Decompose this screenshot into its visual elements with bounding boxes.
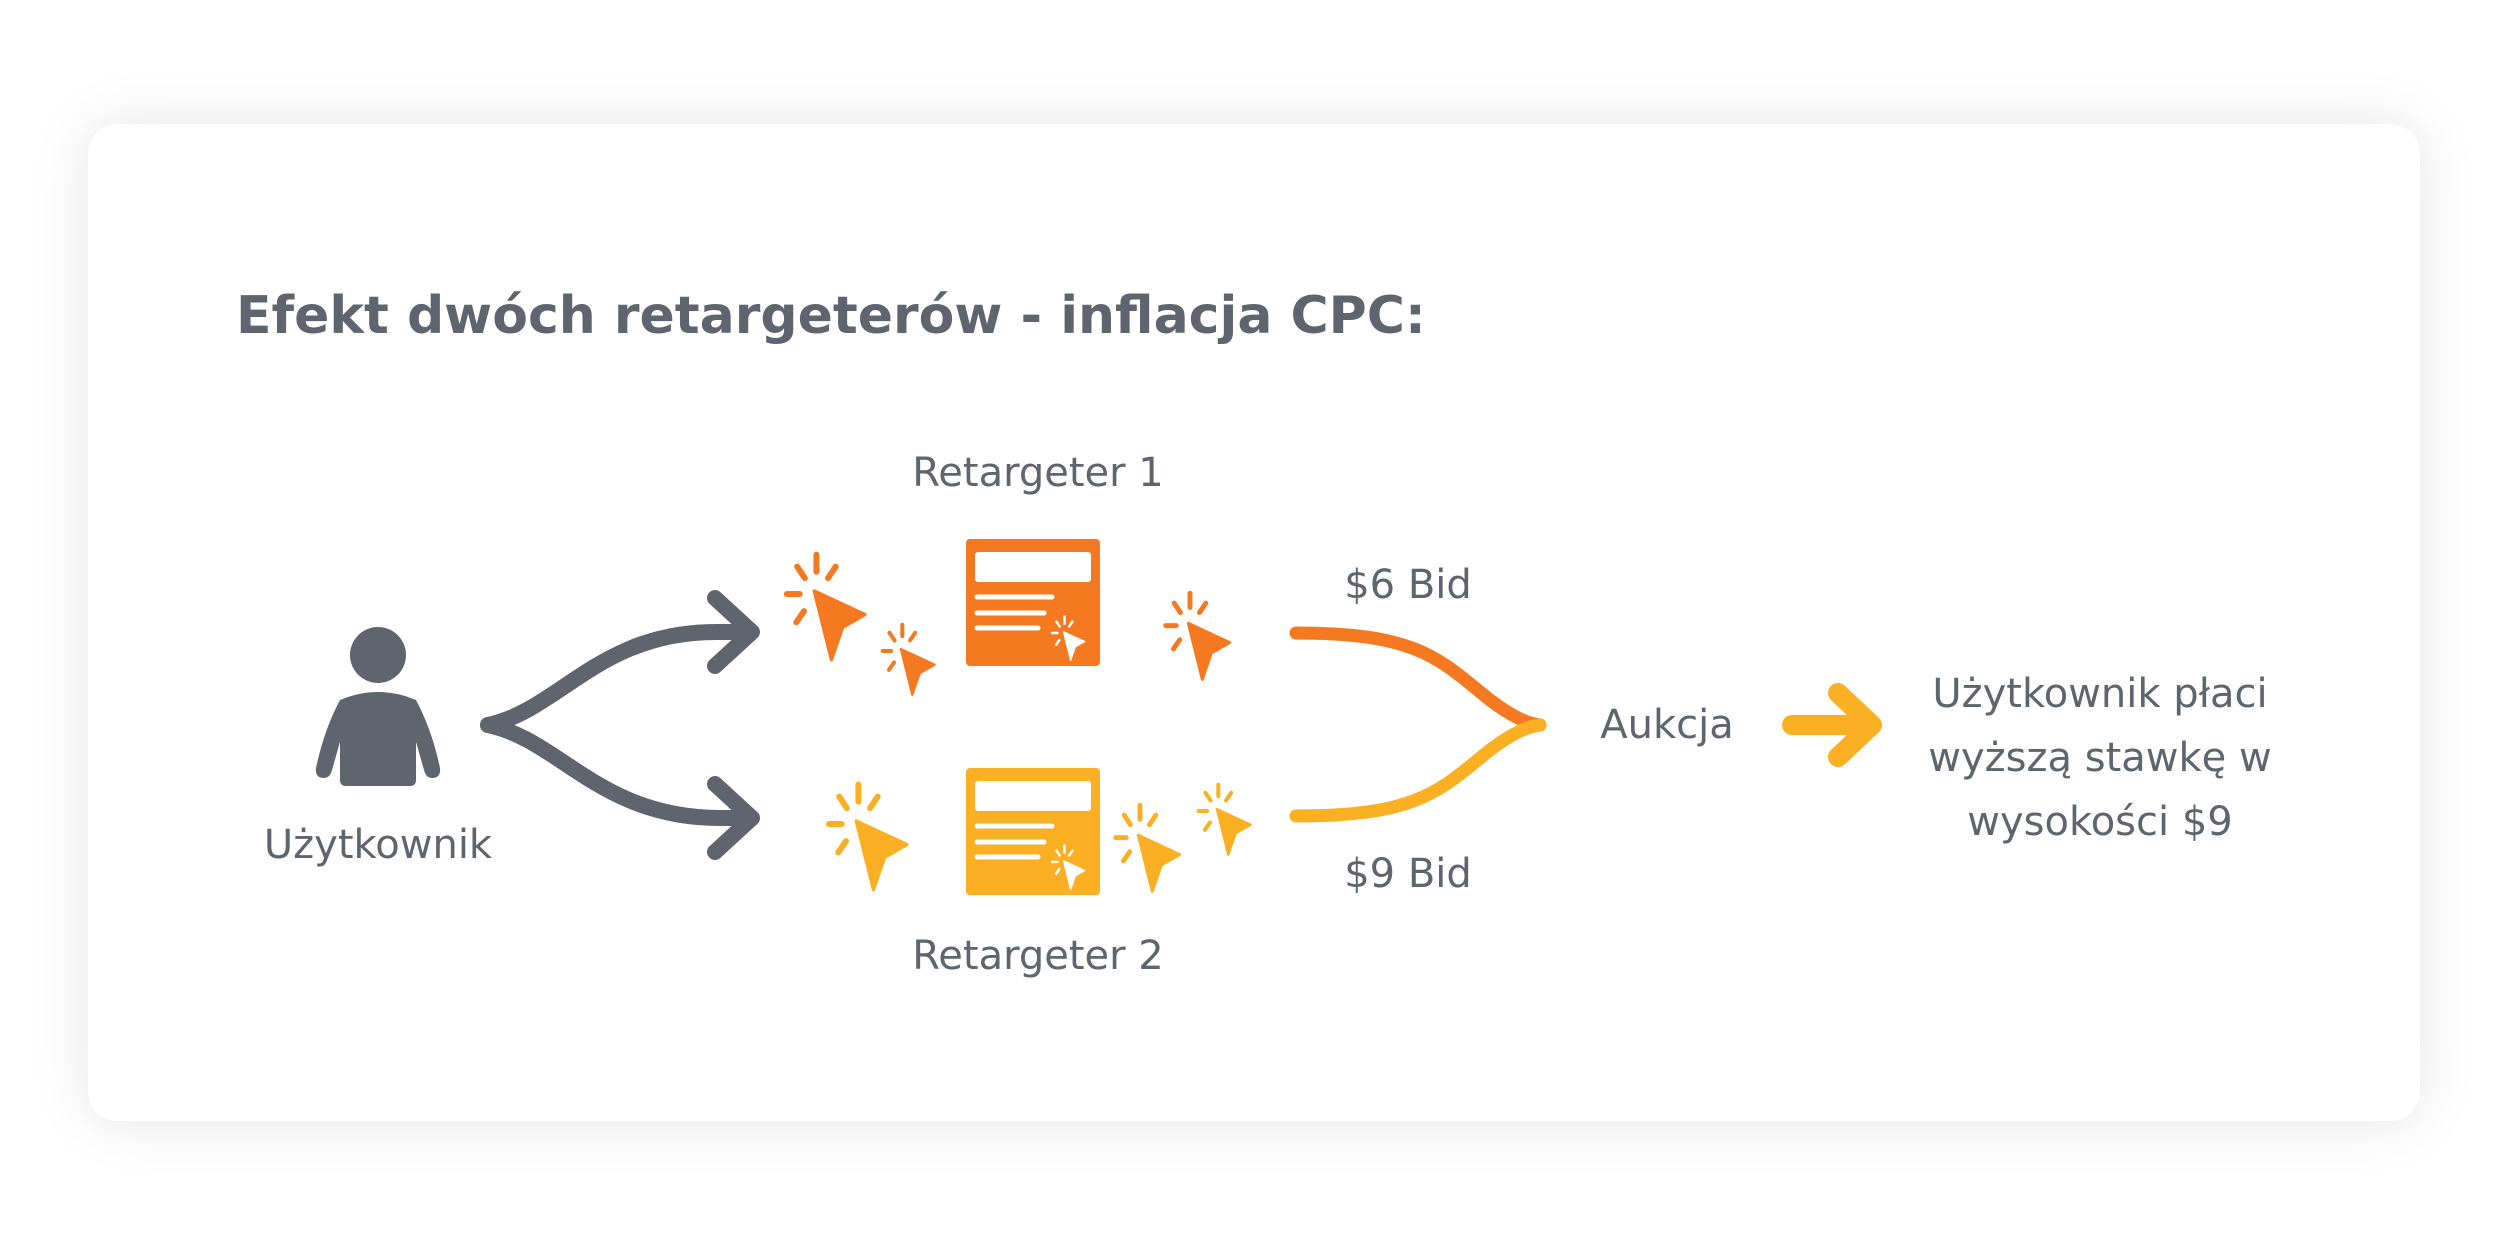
retargeter-1-label: Retargeter 1 bbox=[912, 450, 1164, 496]
bid-curve-1 bbox=[1289, 626, 1547, 732]
bid-curve-2 bbox=[1289, 718, 1547, 823]
user-icon bbox=[315, 627, 441, 786]
bid-1-label: $6 Bid bbox=[1344, 562, 1472, 608]
user-label: Użytkownik bbox=[263, 822, 493, 868]
auction-label: Aukcja bbox=[1600, 702, 1734, 748]
bid-2-label: $9 Bid bbox=[1344, 851, 1472, 897]
retargeter-2-label: Retargeter 2 bbox=[912, 933, 1164, 979]
ad-document-icon bbox=[966, 768, 1100, 895]
result-line: wyższą stawkę w bbox=[1928, 735, 2272, 781]
ad-document-icon bbox=[966, 539, 1100, 666]
diagram-card bbox=[88, 124, 2420, 1121]
result-arrow-icon bbox=[1782, 683, 1882, 767]
result-line: wysokości $9 bbox=[1967, 799, 2233, 845]
result-text: Użytkownik płaci wyższą stawkę w wysokoś… bbox=[1928, 662, 2271, 854]
split-arrows bbox=[480, 590, 760, 860]
result-line: Użytkownik płaci bbox=[1932, 671, 2268, 717]
diagram-title: Efekt dwóch retargeterów - inflacja CPC: bbox=[236, 286, 1426, 346]
